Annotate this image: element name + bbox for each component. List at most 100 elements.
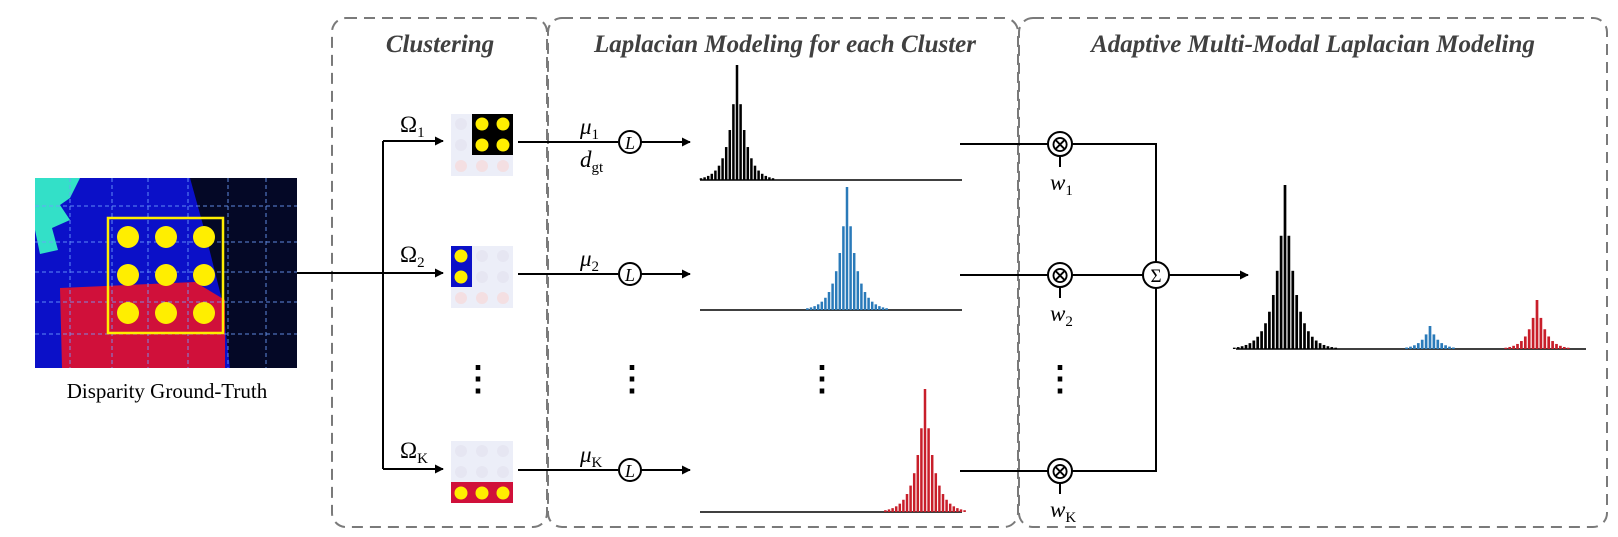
histogram-bar [1551,341,1554,349]
gt-label: dgt [580,147,604,176]
histogram-bar [1444,345,1447,349]
histogram-bar [706,175,710,180]
histogram-bar [905,494,909,512]
histogram-bar [806,308,809,310]
histogram-bar [1428,326,1432,349]
histogram-bar [1452,347,1455,349]
histogram-bar [1279,235,1283,349]
clustering-title: Clustering [386,31,494,58]
ellipsis-laplace: ⋮ [615,361,649,398]
histogram-bar [849,226,852,310]
histogram-bar [753,165,757,180]
histogram-bar [1260,331,1263,349]
input-caption: Disparity Ground-Truth [67,379,268,403]
histogram-bar [852,253,856,310]
laplacian-box [547,17,1019,528]
histogram-bar [845,187,849,310]
omega-label-1: Ω1 [400,112,425,141]
histogram-bar [1424,334,1428,349]
histogram-bar [816,304,820,310]
histogram-bar [930,455,934,512]
histogram-bar [838,253,842,310]
histogram-bar [1240,346,1244,349]
histogram-bar [1236,347,1240,349]
histogram-bar [1318,343,1322,349]
histogram-bar [1264,323,1267,349]
histogram-bar [735,65,739,180]
histogram-bar [909,485,912,512]
histogram-cluster-k [700,389,966,513]
multiply-symbol-k: ⊗ [1050,459,1070,485]
histogram-bar [1516,343,1519,349]
histogram-bar [887,509,891,512]
histogram-bar [1326,346,1330,349]
histogram-bar [813,306,816,310]
cluster-patch-k [451,441,513,503]
ellipsis-weights: ⋮ [1043,361,1077,398]
histogram-bar [827,292,831,310]
histogram-bar [1504,347,1508,349]
histogram-bar [1287,235,1291,349]
histogram-bar [1405,347,1408,349]
histogram-bar [1322,344,1326,349]
histogram-bar [1416,343,1420,349]
histogram-bar [1523,336,1527,349]
histogram-bar [920,428,923,512]
histogram-bar [820,301,824,310]
histogram-bar [1512,345,1515,349]
histogram-bar [1520,341,1523,349]
histogram-bar [746,147,750,180]
histogram-cluster-1 [699,65,962,181]
histogram-bar [757,170,760,180]
sum-symbol: Σ [1150,266,1161,287]
mult-to-sum-1 [1072,143,1157,262]
histogram-bar [1409,346,1412,349]
histogram-bar [1256,336,1260,349]
histogram-bar [1562,346,1566,349]
histogram-bar [1252,340,1256,349]
laplace-symbol-k: L [624,461,635,481]
weight-label-1: w1 [1050,170,1073,199]
histogram-bar [1413,345,1416,349]
histogram-bar [739,104,742,180]
histogram-bar [1420,339,1424,349]
histogram-multimodal-output [1232,185,1586,350]
histogram-bar [732,104,735,180]
ellipsis-clusters: ⋮ [461,361,495,398]
histogram-bar [717,165,721,180]
histogram-bar [724,147,728,180]
histogram-bar [1334,347,1338,349]
histogram-bar [1559,345,1562,349]
cluster-patch-2 [451,246,513,308]
histogram-bar [831,283,834,310]
histogram-bar [860,283,863,310]
histogram-bar [863,292,867,310]
histogram-bar [1271,295,1275,349]
histogram-bar [771,178,775,180]
histogram-bar [834,271,838,310]
histogram-bar [956,508,959,512]
histogram-bar [884,510,887,512]
histogram-bar [728,130,732,180]
multiply-symbol-1: ⊗ [1050,132,1070,158]
ellipsis-histograms: ⋮ [805,361,839,398]
histogram-bar [923,389,927,512]
histogram-bar [1527,329,1531,349]
histogram-bar [824,297,827,310]
histogram-bar [1303,323,1306,349]
histogram-bar [1566,347,1570,349]
histogram-bar [1535,300,1539,349]
weight-label-k: wK [1050,497,1076,526]
histogram-bar [938,485,941,512]
histogram-bar [959,509,963,512]
histogram-bar [1275,270,1279,349]
histogram-bar [856,271,860,310]
histogram-bar [842,226,845,310]
histogram-bar [1248,343,1252,349]
histogram-bar [1436,339,1440,349]
multiply-symbol-2: ⊗ [1050,263,1070,289]
mu-label-2: μ2 [579,246,599,275]
histogram-bar [742,130,746,180]
histogram-bar [721,158,724,180]
